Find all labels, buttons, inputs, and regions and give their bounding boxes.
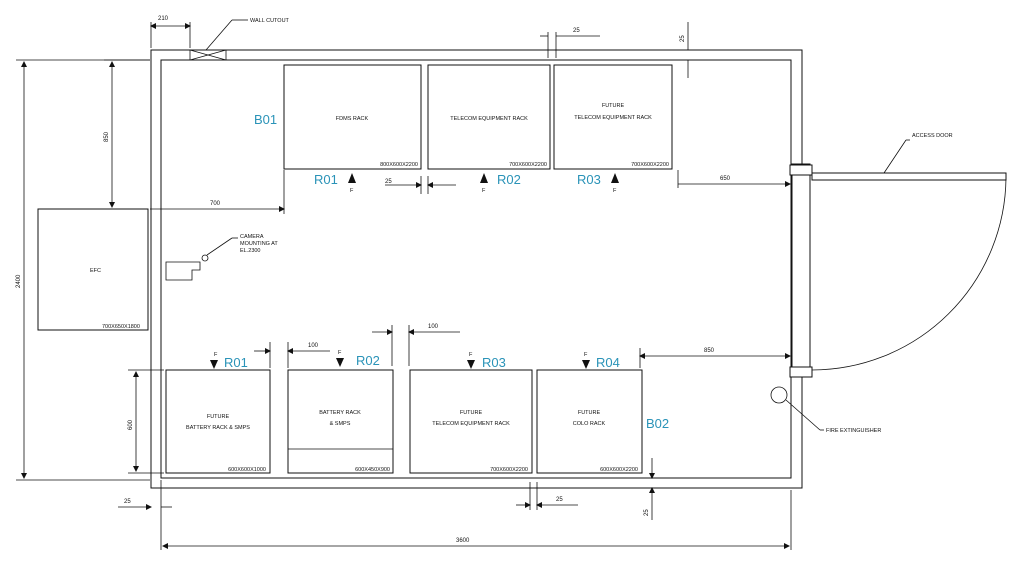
front-marker-label: F [469, 352, 473, 358]
rack-label-line2: TELECOM EQUIPMENT RACK [432, 421, 510, 427]
rack-size: 700X600X2200 [509, 162, 547, 168]
rack-size: 600X450X900 [355, 467, 390, 473]
dim-bottom-gap: 25 [556, 497, 563, 503]
top-rack-r03: FUTURE TELECOM EQUIPMENT RACK 700X600X22… [553, 64, 673, 187]
front-marker-label: F [350, 188, 354, 194]
top-front-markers: F F F [348, 173, 619, 194]
rack-label-line2: TELECOM EQUIPMENT RACK [574, 115, 652, 121]
dim-bottom-right-offset: 25 [644, 509, 650, 516]
camera-label-line3: EL.2300 [240, 248, 261, 254]
wall-cutout: WALL CUTOUT 210 [150, 16, 290, 61]
dim-cutout-width: 210 [158, 16, 169, 22]
dim-bottom-gap-2: 100 [428, 324, 439, 330]
block-b01-label: B01 [254, 112, 277, 127]
access-door-label: ACCESS DOOR [912, 133, 953, 139]
dim-rack-depth-group: 600 [128, 369, 164, 474]
rack-size: 700X600X2200 [631, 162, 669, 168]
camera-label-line1: CAMERA [240, 234, 264, 240]
dim-room-width: 3600 [456, 538, 470, 544]
front-marker-label: F [338, 350, 342, 356]
front-arrow-icon [582, 360, 590, 369]
fire-extinguisher-icon [770, 386, 788, 404]
rack-size: 800X600X2200 [380, 162, 418, 168]
wall-cutout-label: WALL CUTOUT [250, 18, 290, 24]
dim-bottom-right-group: 25 [644, 458, 660, 520]
dim-bottom-gap-1: 100 [308, 343, 319, 349]
rack-label-line2: BATTERY RACK & SMPS [186, 425, 250, 431]
rack-size: 600X600X2200 [600, 467, 638, 473]
dim-efc-offset-group: 850 [104, 59, 150, 208]
dim-room-width-group: 3600 [160, 490, 792, 550]
dim-rack-depth: 600 [128, 419, 134, 430]
rack-label-line2: & SMPS [330, 421, 351, 427]
rack-label-line1: FUTURE [602, 103, 625, 109]
dim-top-right-group: 25 [680, 22, 696, 78]
front-marker-label: F [214, 352, 218, 358]
front-marker-label: F [482, 188, 486, 194]
rack-id: R04 [596, 355, 620, 370]
front-arrow-icon [336, 358, 344, 367]
dim-top-right-offset: 25 [680, 35, 686, 42]
dim-door-offset-group: 650 [677, 170, 791, 188]
dim-bottom-gap-2-group: 100 [372, 324, 460, 366]
dim-right-clear-group: 850 [639, 348, 791, 368]
front-arrow-icon [210, 360, 218, 369]
efc-size: 700X650X1800 [102, 324, 140, 330]
dim-left-offset-group: 25 [118, 480, 172, 512]
rack-label-line1: FUTURE [460, 410, 483, 416]
dim-top-gap-group: 25 [540, 28, 600, 58]
fire-extinguisher: FIRE EXTINGUISHER [770, 386, 881, 434]
dim-efc-to-rack: 700 [210, 201, 221, 207]
rack-label-line1: FUTURE [578, 410, 601, 416]
rack-label-line1: FUTURE [207, 414, 230, 420]
dim-bottom-gap-1-group: 100 [254, 342, 330, 368]
rack-label-line2: FDMS RACK [336, 116, 369, 122]
front-arrow-icon [611, 173, 619, 183]
dim-left-offset: 25 [124, 499, 131, 505]
bottom-rack-r01: FUTURE BATTERY RACK & SMPS 600X600X1000 … [165, 355, 271, 474]
efc-unit: EFC 700X650X1800 [37, 208, 149, 331]
bottom-rack-r03: FUTURE TELECOM EQUIPMENT RACK 700X600X22… [409, 355, 533, 474]
front-marker-label: F [613, 188, 617, 194]
access-door: ACCESS DOOR [789, 133, 1007, 378]
bottom-front-markers: F F F F [210, 350, 590, 369]
dim-bottom-gap-group: 25 [516, 482, 578, 510]
dim-right-clear: 850 [704, 348, 715, 354]
front-marker-label: F [584, 352, 588, 358]
rack-id: R03 [577, 172, 601, 187]
dim-rack-gap-top-group: 25 [385, 176, 456, 194]
camera-mounting: CAMERA MOUNTING AT EL.2300 [165, 234, 278, 281]
top-rack-r01: FDMS RACK 800X600X2200 R01 [283, 64, 422, 187]
front-arrow-icon [348, 173, 356, 183]
rack-label-line2: TELECOM EQUIPMENT RACK [450, 116, 528, 122]
rack-size: 600X600X1000 [228, 467, 266, 473]
dim-efc-rack-group: 700 [150, 170, 285, 214]
room-inner-wall [160, 59, 792, 479]
efc-label: EFC [90, 268, 101, 274]
rack-id: R03 [482, 355, 506, 370]
rack-id: R01 [224, 355, 248, 370]
bottom-rack-r04: FUTURE COLO RACK 600X600X2200 R04 [536, 355, 643, 474]
dim-efc-offset: 850 [104, 131, 110, 142]
rack-label-line2: COLO RACK [573, 421, 606, 427]
dim-door-offset: 650 [720, 176, 731, 182]
rack-label-line1: BATTERY RACK [319, 410, 361, 416]
dim-room-height: 2400 [16, 274, 22, 288]
rack-size: 700X600X2200 [490, 467, 528, 473]
bottom-rack-r02: BATTERY RACK & SMPS 600X450X900 R02 [287, 353, 394, 474]
dim-top-gap: 25 [573, 28, 580, 34]
fire-extinguisher-label: FIRE EXTINGUISHER [826, 428, 881, 434]
rack-id: R01 [314, 172, 338, 187]
rack-id: R02 [497, 172, 521, 187]
dim-rack-gap-top: 25 [385, 179, 392, 185]
dim-room-height-group: 2400 [16, 59, 150, 481]
rack-id: R02 [356, 353, 380, 368]
front-arrow-icon [480, 173, 488, 183]
block-b02-label: B02 [646, 416, 669, 431]
camera-label-line2: MOUNTING AT [240, 241, 278, 247]
top-rack-r02: TELECOM EQUIPMENT RACK 700X600X2200 R02 [427, 64, 551, 187]
front-arrow-icon [467, 360, 475, 369]
